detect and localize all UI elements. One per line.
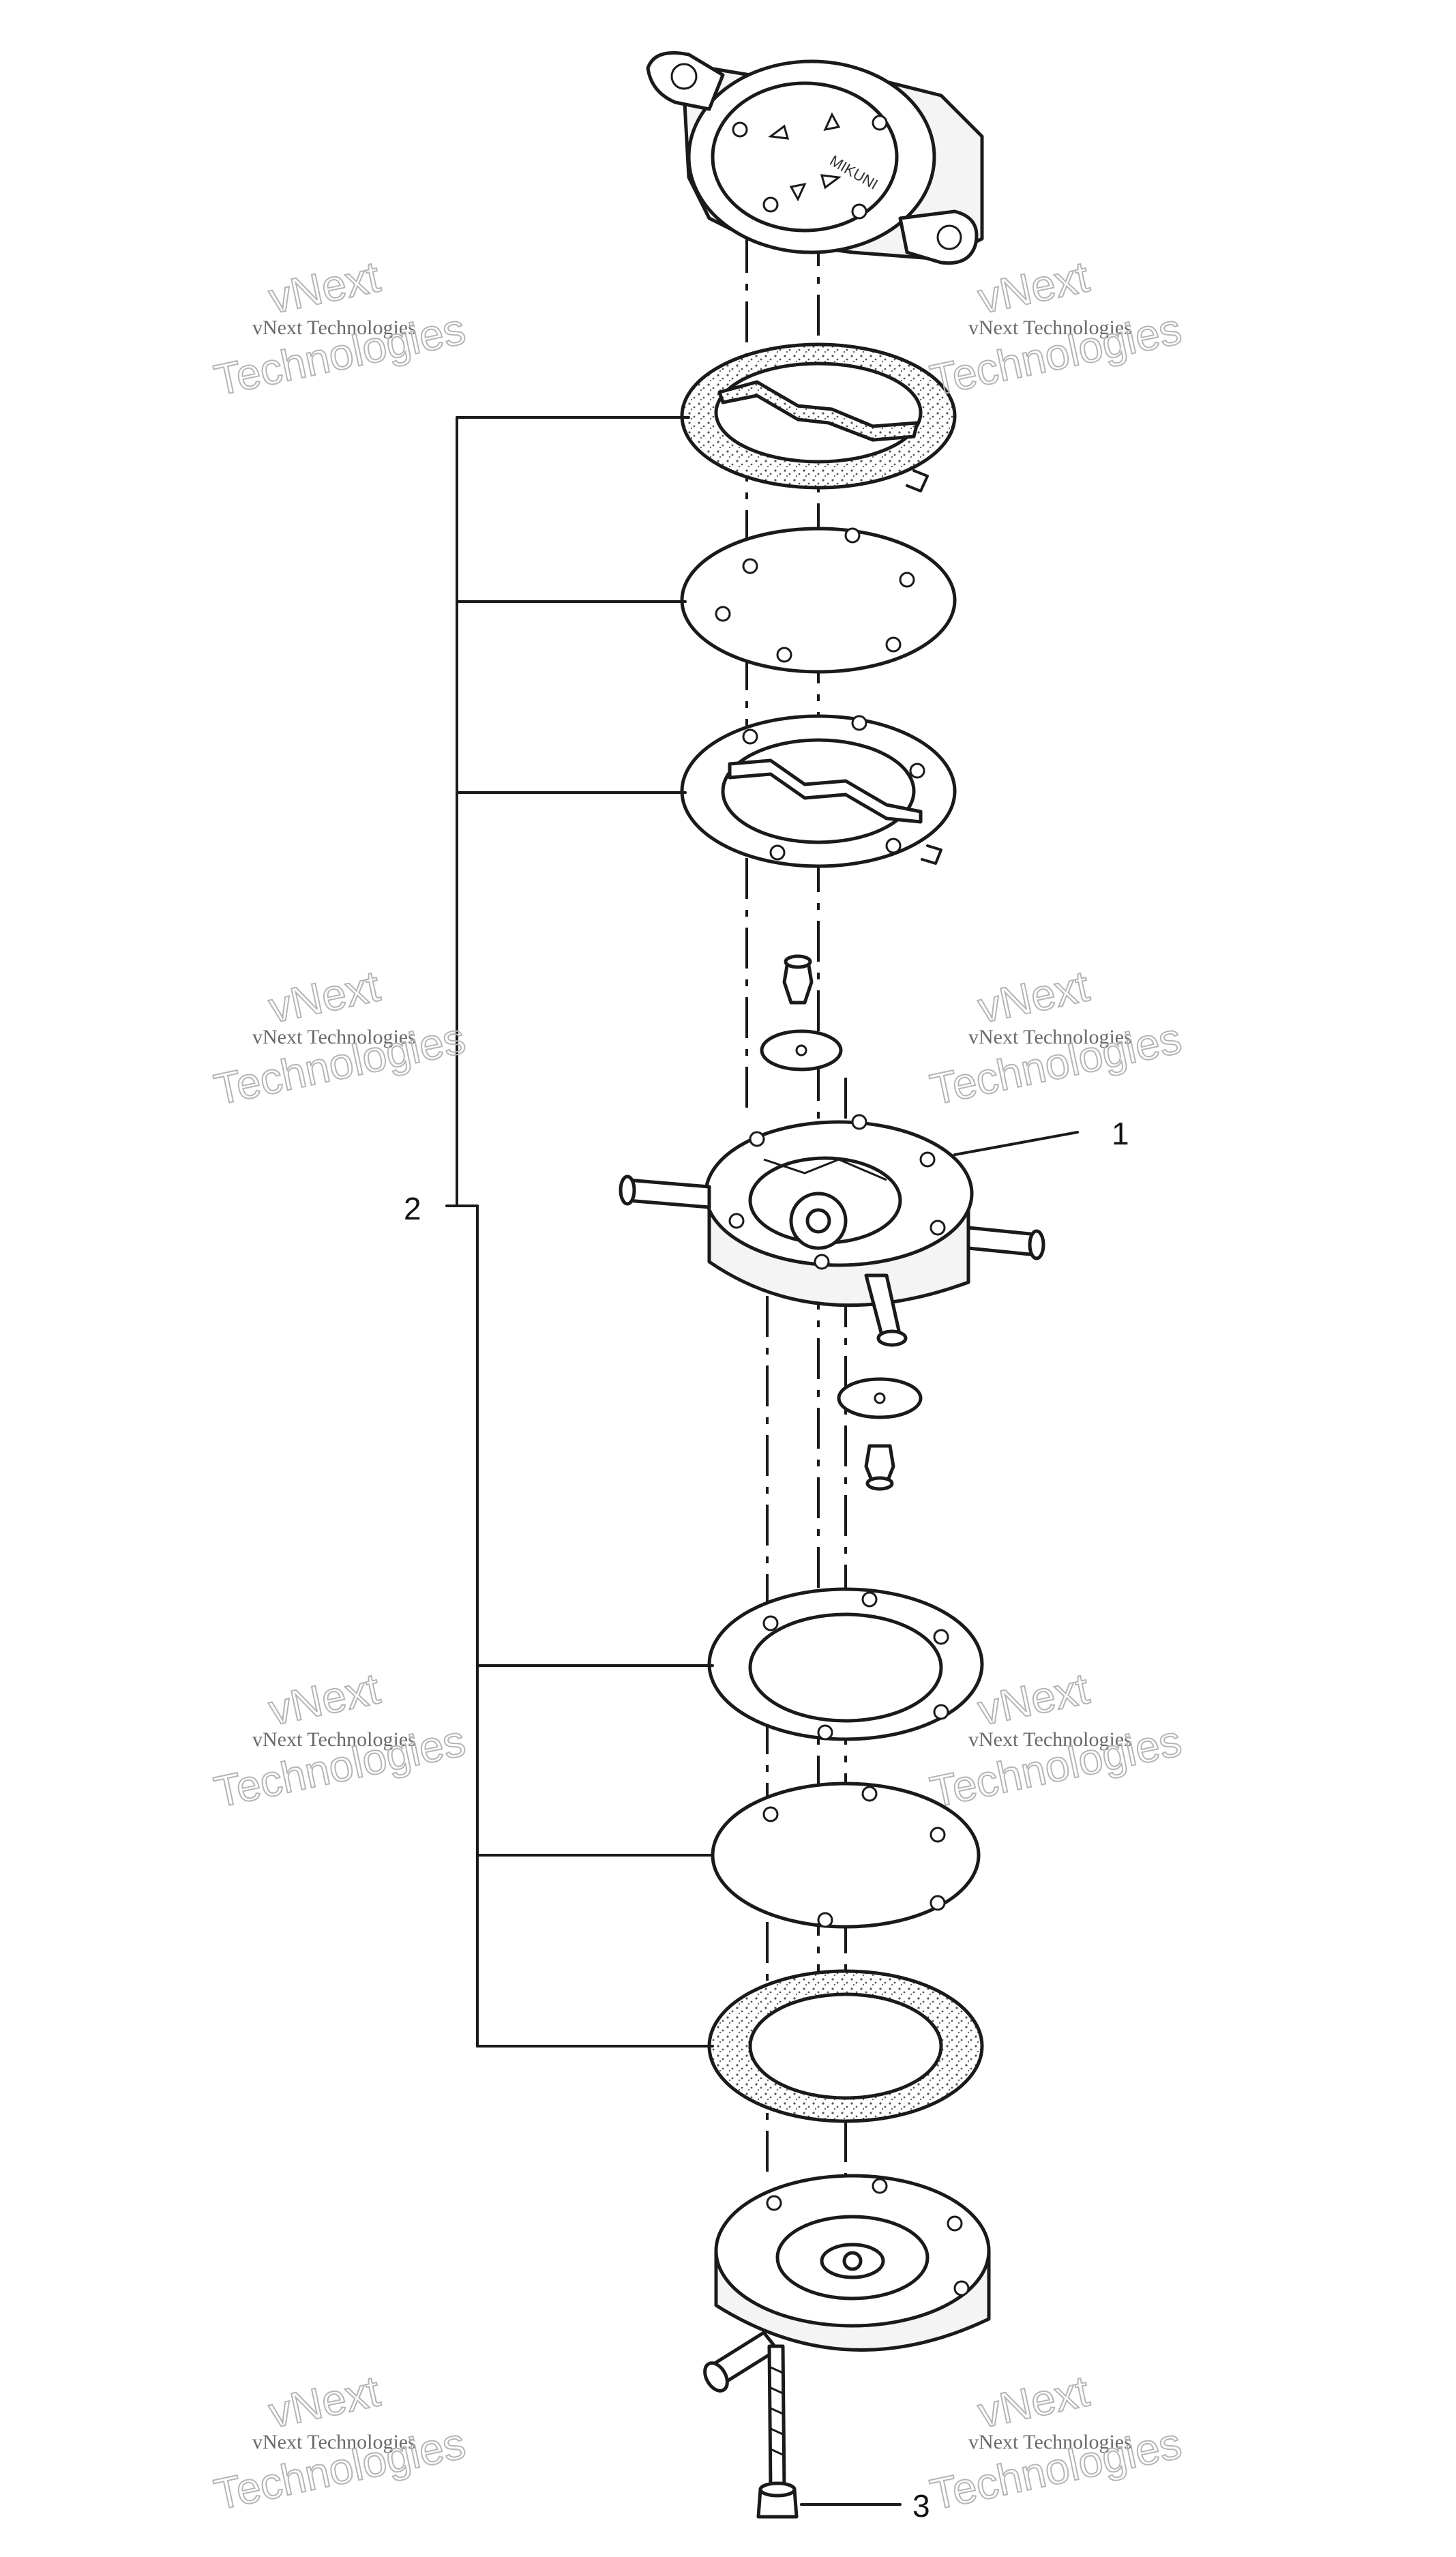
- check-valve-upper: [760, 954, 843, 1071]
- watermark-line: vNext Technologies: [968, 1728, 1132, 1751]
- callout-item-1: 1: [1112, 1116, 1129, 1151]
- gasket-upper: [680, 342, 957, 492]
- watermark-top-right: vNext vNext Technologies Technologies: [925, 251, 1186, 405]
- watermark-bottom-right: vNext vNext Technologies Technologies: [925, 2365, 1186, 2519]
- callout-item-2: 2: [404, 1191, 421, 1226]
- watermark-stamp-top: vNext: [265, 961, 384, 1032]
- diaphragm-upper: [680, 527, 957, 674]
- gasket-lower: [707, 1969, 984, 2123]
- watermark-mid-right: vNext vNext Technologies Technologies: [925, 960, 1186, 1114]
- watermark-line: vNext Technologies: [252, 316, 416, 339]
- watermark-bottom-left: vNext vNext Technologies Technologies: [209, 2365, 470, 2519]
- watermark-stamp-top: vNext: [265, 2366, 384, 2437]
- pump-body: [619, 1114, 1045, 1347]
- watermark-line: vNext Technologies: [252, 2431, 416, 2453]
- watermark-line: vNext Technologies: [252, 1728, 416, 1751]
- watermark-top-left: vNext vNext Technologies Technologies: [209, 251, 470, 405]
- watermark-stamp-top: vNext: [974, 2366, 1093, 2437]
- callout-item-3: 3: [912, 2488, 930, 2524]
- watermark-low-left: vNext vNext Technologies Technologies: [209, 1663, 470, 1817]
- valve-plate-upper: [680, 714, 957, 868]
- watermark-stamp-top: vNext: [974, 252, 1093, 323]
- leader-line-item-1: [953, 1131, 1079, 1156]
- screw: [756, 2344, 799, 2519]
- watermark-stamp-top: vNext: [974, 1664, 1093, 1734]
- watermark-stamp-top: vNext: [974, 961, 1093, 1032]
- bottom-cover: [703, 2174, 991, 2393]
- watermark-line: vNext Technologies: [968, 2431, 1132, 2453]
- valve-plate-lower: [707, 1587, 984, 1741]
- top-cover: MIKUNI: [646, 51, 984, 265]
- watermark-mid-left: vNext vNext Technologies Technologies: [209, 960, 470, 1114]
- check-valve-lower: [837, 1377, 923, 1491]
- watermark-stamp-top: vNext: [265, 1664, 384, 1734]
- watermark-stamp-top: vNext: [265, 252, 384, 323]
- watermark-line: vNext Technologies: [968, 1026, 1132, 1048]
- bracket-item-2: [445, 416, 714, 2048]
- watermark-line: vNext Technologies: [968, 316, 1132, 339]
- watermark-line: vNext Technologies: [252, 1026, 416, 1048]
